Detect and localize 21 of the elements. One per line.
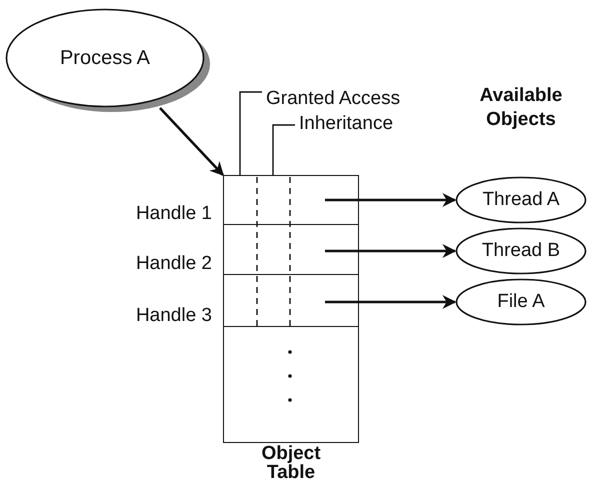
table-title: Object Table bbox=[260, 444, 322, 482]
process-ellipse bbox=[455, 278, 587, 326]
leader-line bbox=[239, 91, 262, 175]
handle-label: Handle 1 bbox=[136, 203, 212, 225]
arrow bbox=[159, 107, 224, 176]
column-label: Inheritance bbox=[299, 113, 394, 135]
leader-line bbox=[272, 124, 295, 175]
node-label: Thread A bbox=[481, 188, 561, 212]
section-heading: Available Objects bbox=[478, 84, 564, 132]
arrow bbox=[325, 244, 456, 258]
node-label: File A bbox=[496, 290, 546, 314]
handle-label: Handle 3 bbox=[136, 305, 212, 327]
process-ellipse bbox=[5, 8, 213, 115]
node-label: Thread B bbox=[480, 240, 562, 262]
column-label: Granted Access bbox=[266, 88, 400, 110]
node-label: Process A bbox=[58, 46, 152, 70]
process-ellipse bbox=[455, 176, 587, 224]
arrow bbox=[325, 295, 456, 309]
process-ellipse bbox=[455, 227, 587, 275]
arrow bbox=[325, 193, 456, 207]
handle-label: Handle 2 bbox=[136, 253, 212, 275]
